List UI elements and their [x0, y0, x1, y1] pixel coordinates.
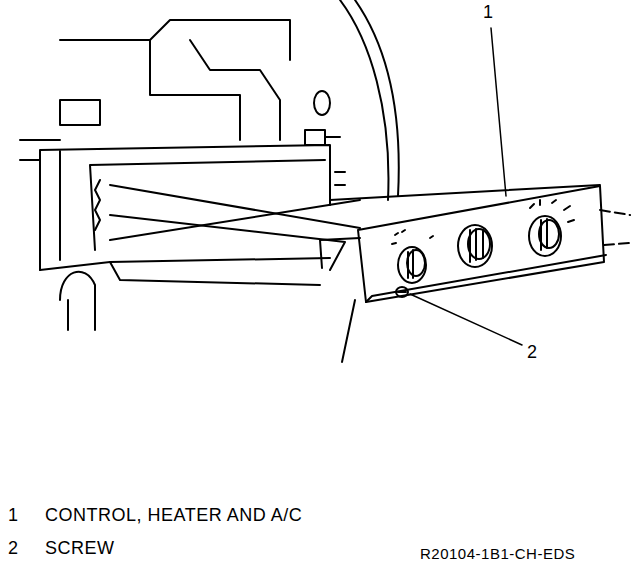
dash-opening	[40, 258, 330, 270]
screw	[396, 287, 408, 297]
dash-curve	[340, 0, 388, 200]
knob	[458, 225, 492, 267]
callout-number: 1	[483, 2, 494, 22]
dash-curve	[355, 0, 399, 196]
dash-hole	[314, 91, 330, 115]
callout-number: 2	[527, 342, 538, 362]
dash-edge	[342, 300, 355, 362]
dash-structure	[150, 20, 290, 60]
figure-code: R20104-1B1-CH-EDS	[420, 544, 575, 564]
hidden-line	[600, 210, 630, 245]
leader-line	[410, 294, 522, 345]
mount-tabs	[95, 180, 100, 230]
clip	[305, 130, 340, 145]
dash-structure	[110, 262, 320, 285]
part-name: CONTROL, HEATER AND A/C	[45, 505, 302, 525]
part-name: SCREW	[45, 538, 115, 558]
knob	[529, 200, 574, 256]
dash-structure	[60, 272, 95, 330]
dash-opening	[40, 145, 330, 270]
dash-structure	[190, 40, 280, 140]
dash-bracket	[60, 100, 100, 125]
control-faceplate	[358, 186, 604, 302]
control-body	[110, 215, 345, 270]
legend-number: 1	[8, 505, 19, 525]
mount-tabs	[335, 172, 345, 185]
dash-structure	[60, 40, 240, 140]
legend-number: 2	[8, 538, 19, 558]
leader-line	[491, 28, 506, 196]
knob	[392, 230, 433, 283]
control-body	[320, 238, 360, 268]
